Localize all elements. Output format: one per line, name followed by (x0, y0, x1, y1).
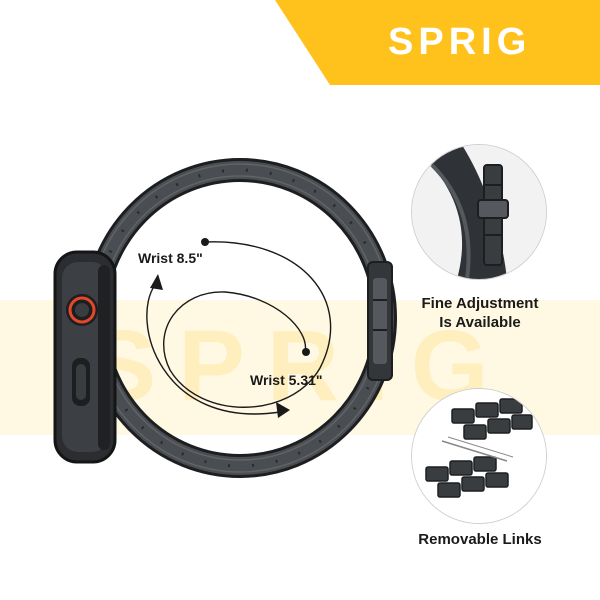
fine-adjustment-line2: Is Available (439, 314, 521, 331)
size-spiral (146, 241, 332, 415)
fine-adjustment-line1: Fine Adjustment (421, 295, 539, 312)
link-blocks-icon (412, 389, 546, 523)
wrist-large-label: Wrist 8.5" (138, 250, 203, 266)
brand-banner (275, 0, 600, 85)
removable-links-closeup (411, 388, 547, 524)
fine-adjustment-closeup (411, 144, 547, 280)
spiral-end-dot (302, 348, 310, 356)
arrow-head-icon (150, 274, 163, 290)
fine-adjustment-caption: Fine Adjustment Is Available (395, 294, 565, 332)
spiral-start-dot (201, 238, 209, 246)
clasp-closeup-icon (412, 145, 546, 279)
butterfly-clasp (367, 261, 393, 381)
removable-links-caption: Removable Links (418, 531, 542, 548)
arrow-head-icon (276, 402, 290, 418)
wrist-small-label: Wrist 5.31" (250, 372, 323, 388)
brand-logo: SPRIG (388, 21, 532, 63)
watch-case (53, 250, 117, 464)
link-bracelet (83, 158, 397, 478)
